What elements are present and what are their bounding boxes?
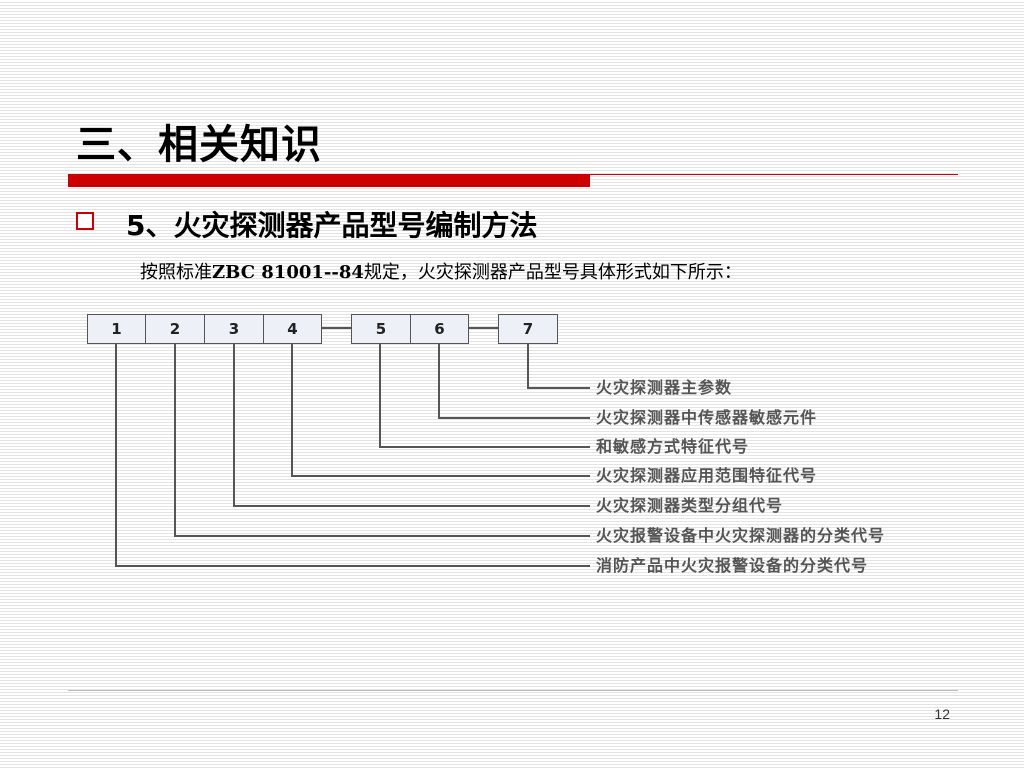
title-divider-bar	[68, 174, 590, 187]
intro-standard-code: ZBC 81001--84	[212, 262, 364, 283]
square-bullet-icon	[76, 212, 94, 230]
page-number: 12	[934, 706, 950, 722]
code-label-type-group: 火灾探测器类型分组代号	[596, 496, 784, 515]
footer-divider	[68, 690, 958, 691]
section-heading: 5、火灾探测器产品型号编制方法	[126, 209, 538, 242]
code-cell-7: 7	[498, 314, 558, 344]
code-cell-3: 3	[204, 314, 264, 344]
code-label-application-range: 火灾探测器应用范围特征代号	[596, 466, 818, 485]
code-label-sensor-element: 火灾探测器中传感器敏感元件	[596, 408, 818, 427]
code-cell-1: 1	[87, 314, 146, 344]
code-label-product-class: 消防产品中火灾报警设备的分类代号	[596, 556, 869, 575]
intro-suffix: 规定，火灾探测器产品型号具体形式如下所示：	[363, 262, 742, 283]
intro-text: 按照标准ZBC 81001--84规定，火灾探测器产品型号具体形式如下所示：	[140, 258, 742, 284]
intro-prefix: 按照标准	[140, 262, 212, 283]
code-label-main-parameter: 火灾探测器主参数	[596, 378, 733, 397]
code-cell-5: 5	[351, 314, 411, 344]
code-cell-6: 6	[410, 314, 469, 344]
slide-title: 三、相关知识	[76, 122, 322, 168]
code-label-sensing-mode: 和敏感方式特征代号	[596, 437, 750, 456]
code-cell-2: 2	[145, 314, 205, 344]
code-cell-4: 4	[263, 314, 322, 344]
code-label-detector-class: 火灾报警设备中火灾探测器的分类代号	[596, 526, 886, 545]
